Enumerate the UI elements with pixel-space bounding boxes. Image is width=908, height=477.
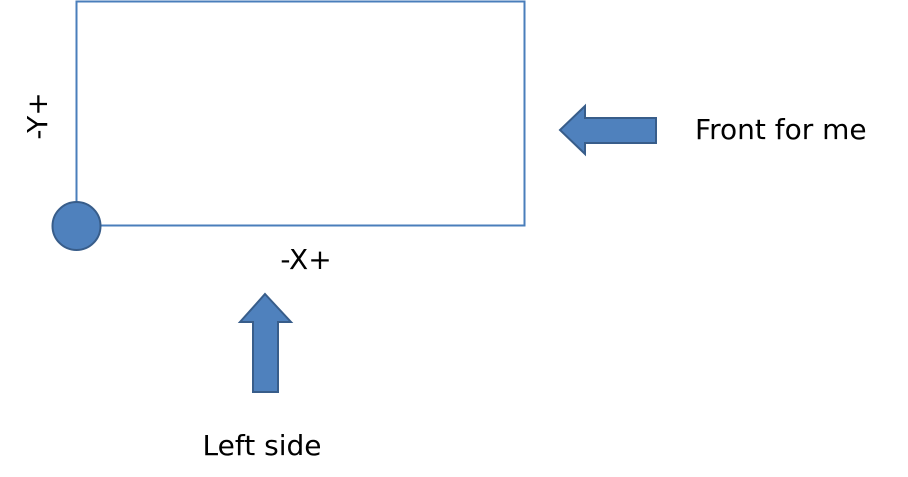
y-axis-label: -Y+ bbox=[21, 92, 54, 140]
front-label: Front for me bbox=[695, 113, 867, 146]
x-axis-label: -X+ bbox=[280, 243, 332, 276]
left-side-label: Left side bbox=[202, 429, 322, 462]
left-side-arrow-up bbox=[237, 292, 294, 393]
front-arrow-left bbox=[558, 103, 657, 157]
origin-marker-circle bbox=[51, 201, 102, 251]
work-area-rectangle bbox=[75, 0, 526, 227]
